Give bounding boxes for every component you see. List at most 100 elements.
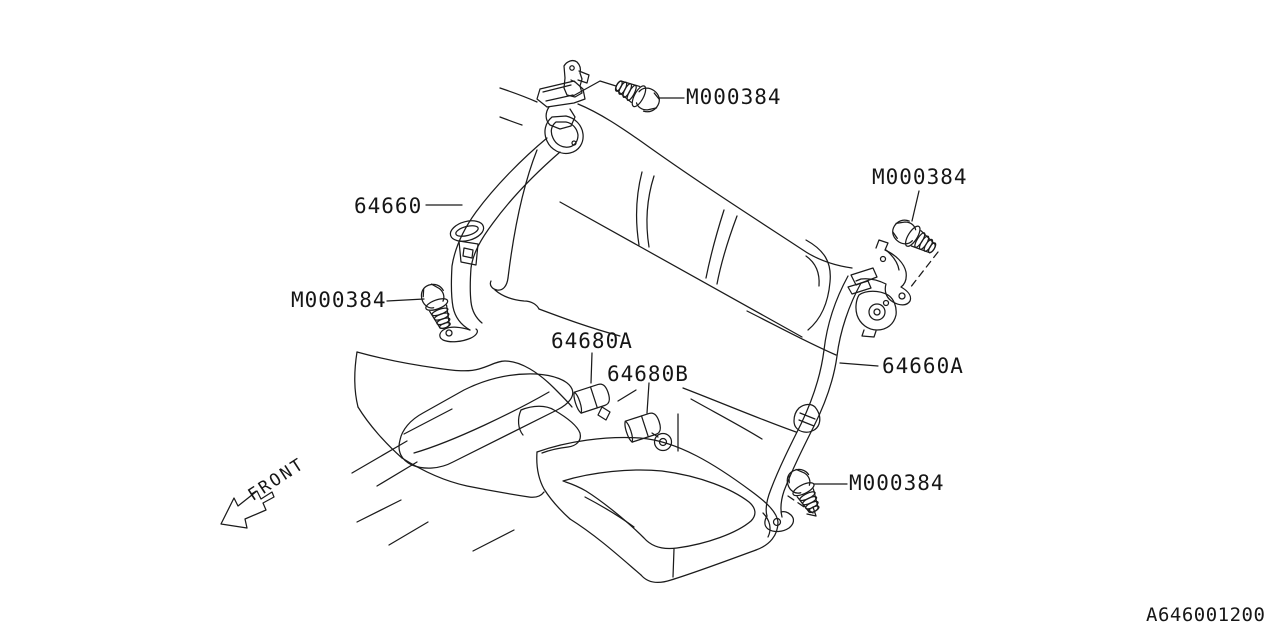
right-cushion-pad: [563, 470, 755, 548]
bolt-illustration-left: [417, 280, 457, 333]
anchor-hole: [774, 519, 781, 526]
part-label-bolt-left: M000384: [291, 288, 387, 312]
retractor-spool-center: [874, 309, 880, 315]
part-label-bolt-bottom-right: M000384: [849, 471, 945, 495]
retractor-arm-inner: [886, 250, 899, 270]
left-cushion-front: [402, 458, 544, 497]
seat-bight-line: [691, 399, 762, 439]
bracket-hole: [570, 66, 574, 70]
seat-back-left-edge: [508, 150, 537, 278]
seat-back-top-edge: [578, 104, 852, 268]
left-cushion-pad-crease: [404, 409, 452, 434]
front-arrow: [221, 491, 274, 528]
seat-back-end-cap: [806, 240, 830, 330]
body-line: [500, 88, 537, 102]
buckle-stub: [598, 407, 610, 420]
buckle-ring: [655, 434, 672, 451]
tongue-plate: [459, 241, 478, 265]
part-label-buckle-center: 64680A: [551, 329, 633, 353]
right-cushion-bottom-left: [570, 519, 641, 575]
belt-webbing-inner: [470, 152, 560, 302]
seat-bight-stroke: [618, 390, 636, 401]
left-cushion-top: [357, 352, 572, 407]
dashed-arrowhead: [807, 507, 816, 516]
bracket-foot: [537, 81, 585, 107]
floor-stroke: [357, 500, 401, 522]
leader-lines: [387, 81, 919, 484]
seat-belt-right-drawing: [765, 240, 911, 532]
bolt-illustration-top-right: [887, 214, 941, 261]
seat-bight-line: [683, 388, 796, 432]
arm-hole: [899, 293, 905, 299]
left-cushion-pad-crease: [414, 392, 549, 453]
part-label-buckle-outer: 64680B: [607, 362, 689, 386]
part-label-belt-right: 64660A: [882, 354, 964, 378]
seat-back-crease: [706, 210, 724, 278]
floor-stroke: [352, 441, 407, 473]
left-cushion-left: [355, 352, 358, 407]
retractor-foot: [862, 330, 876, 337]
belt-webbing-outer: [451, 138, 547, 307]
seat-back-drawing: [490, 88, 852, 451]
lower-anchor: [765, 512, 794, 532]
lower-anchor: [440, 327, 478, 342]
leader-m2: [912, 191, 919, 221]
belt-guide-loop: [545, 116, 583, 153]
seat-back-front-crease: [560, 202, 802, 337]
right-cushion-pad-crease: [585, 497, 634, 527]
right-cushion-end: [756, 522, 778, 550]
part-label-belt-left: 64660: [354, 194, 423, 218]
belt-bottom-wrap: [453, 302, 482, 330]
dashed-leaders: [788, 252, 938, 513]
loop-rivet: [572, 141, 576, 145]
belt-tongue-lines: [799, 413, 815, 426]
seat-back-crease: [717, 216, 737, 284]
retractor-body: [856, 291, 896, 330]
part-label-bolt-top-center: M000384: [686, 85, 782, 109]
diagram-code: A646001200: [1146, 604, 1266, 626]
leader-64680b: [647, 383, 649, 413]
right-cushion-left: [537, 452, 570, 519]
right-cushion-top: [537, 438, 778, 522]
belt-tongue: [448, 217, 486, 244]
pillar-bracket: [564, 61, 582, 97]
dashed-leader-m2: [910, 252, 938, 288]
seat-back-bottom-left: [539, 309, 620, 336]
floor-stroke: [389, 522, 428, 545]
leader-m3: [387, 299, 424, 301]
leader-64660a: [840, 363, 878, 366]
seat-bight-line: [747, 311, 836, 355]
retractor-spool: [869, 304, 885, 320]
floor-stroke: [473, 530, 514, 551]
retractor-arm: [856, 240, 911, 305]
leader-m1-bracket: [573, 81, 616, 96]
dashed-leader-m4: [788, 496, 813, 513]
seat-back-end-cap-inner: [806, 256, 819, 286]
bracket-hinge: [546, 107, 575, 129]
right-cushion-vert: [673, 549, 674, 577]
seat-back-corner: [490, 278, 539, 309]
left-cushion-pad: [399, 374, 573, 468]
part-label-bolt-top-right: M000384: [872, 165, 968, 189]
seat-belt-left-drawing: [440, 61, 589, 342]
retractor-rivet: [884, 301, 889, 306]
arm-hole: [881, 257, 886, 262]
belt-guide-loop-inner: [551, 122, 578, 147]
mount-plate: [851, 268, 877, 285]
buckle-ring-inner: [660, 439, 667, 446]
belt-webbing-outer: [766, 276, 848, 516]
center-buckle-b-drawing: [623, 411, 671, 450]
tongue-slot: [463, 248, 473, 258]
center-hump: [521, 406, 580, 453]
anchor-hole: [446, 330, 452, 336]
center-buckle-a-drawing: [572, 382, 611, 420]
right-cushion-end-inner: [763, 513, 770, 537]
left-cushion-bottom-left: [358, 407, 402, 458]
floor-stroke: [377, 462, 417, 486]
bracket-foot-lines: [543, 85, 573, 101]
seat-cushion-drawing: [352, 352, 778, 582]
seat-back-crease: [647, 176, 654, 247]
seat-back-crease: [637, 172, 642, 245]
